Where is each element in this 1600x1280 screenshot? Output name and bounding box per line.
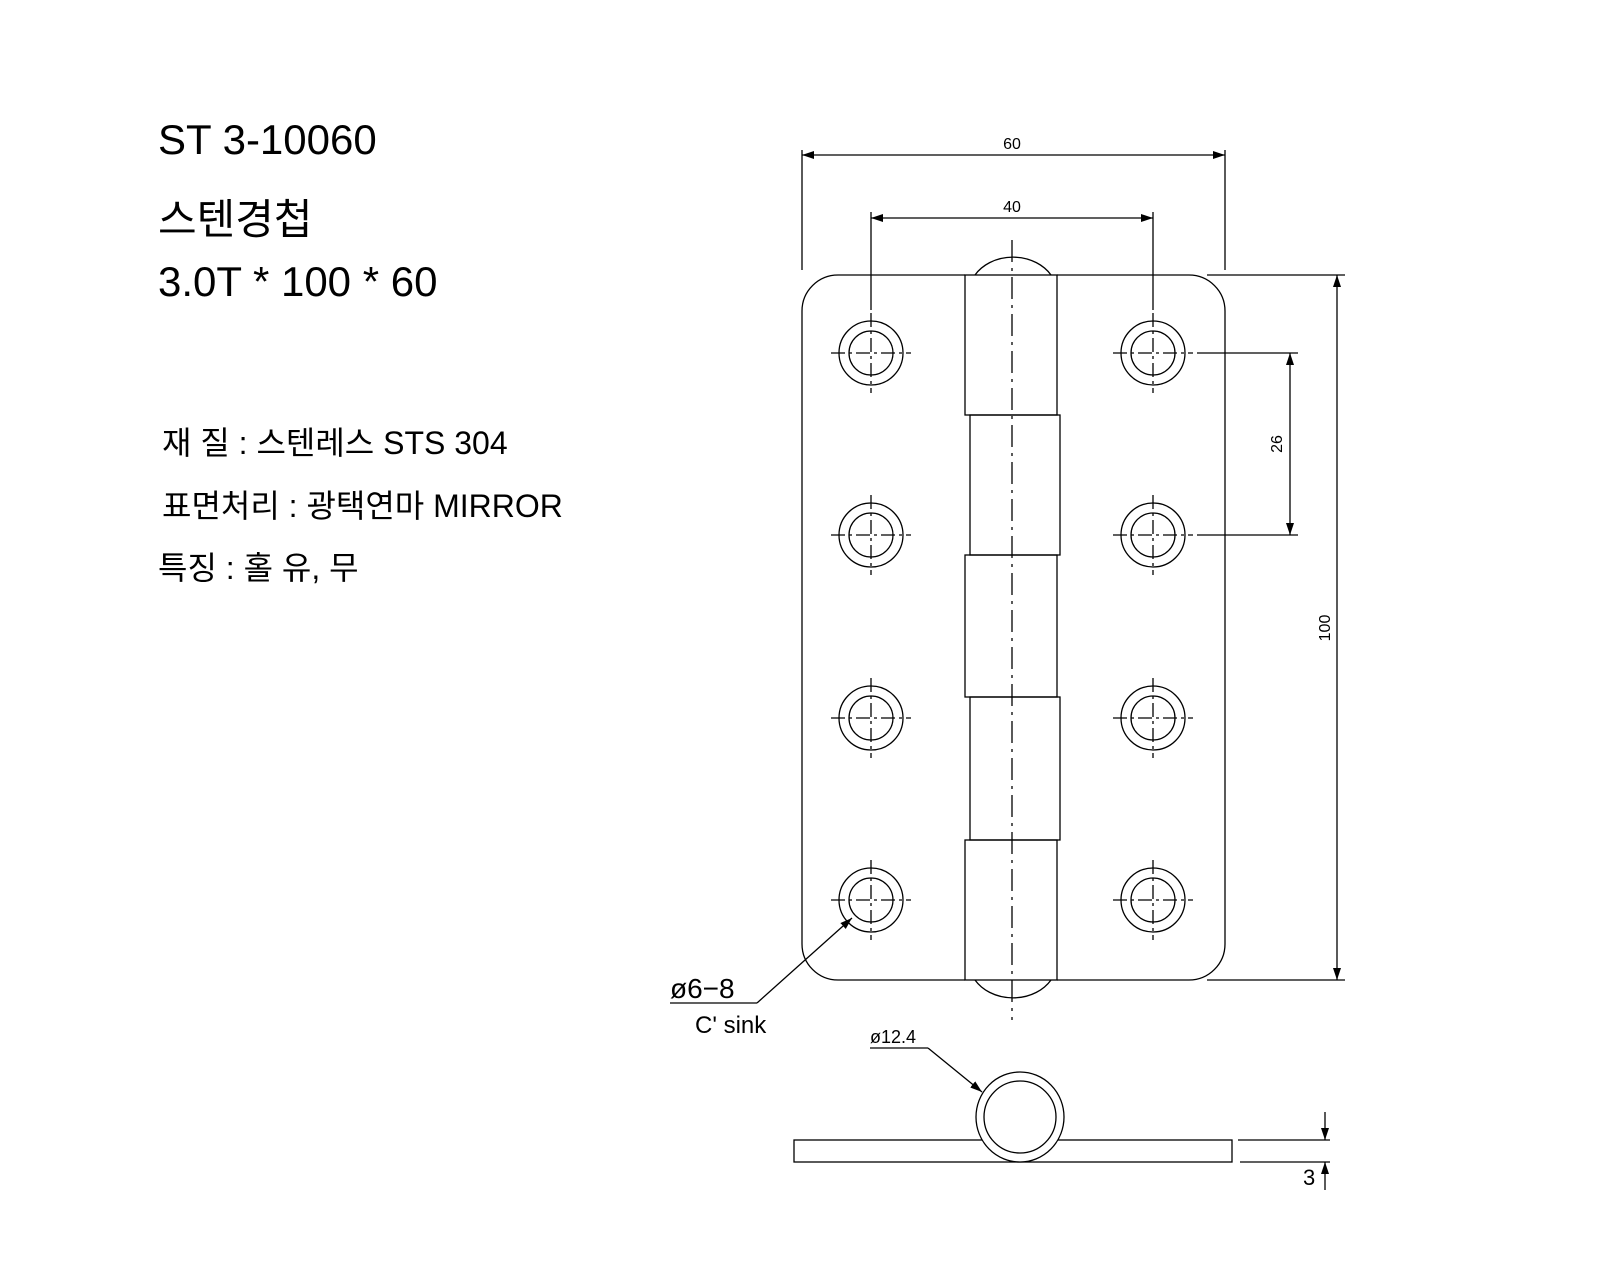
spec-value: 광택연마 MIRROR xyxy=(306,488,563,524)
countersunk-hole xyxy=(831,313,911,393)
spec-separator: : xyxy=(238,425,248,461)
product-size: 3.0T * 100 * 60 xyxy=(158,258,438,305)
countersunk-hole xyxy=(831,678,911,758)
countersunk-hole xyxy=(1113,678,1193,758)
spec-material: 재 질 : 스텐레스 STS 304 xyxy=(162,418,508,464)
knuckle-inner xyxy=(983,1080,1057,1154)
spec-value: 홀 유, 무 xyxy=(243,550,359,586)
dim-26 xyxy=(1197,352,1298,536)
countersunk-hole xyxy=(1113,313,1193,393)
hole-leader xyxy=(670,917,853,1004)
dim-40 xyxy=(870,212,1154,310)
knuckle-bottom-arc xyxy=(974,979,1052,999)
countersunk-hole xyxy=(831,860,911,940)
countersunk-hole xyxy=(1113,860,1193,940)
dim-60 xyxy=(801,150,1226,270)
dim-26-label: 26 xyxy=(1269,435,1286,453)
knuckle-diameter-label: ø12.4 xyxy=(870,1027,916,1047)
model-number: ST 3-10060 xyxy=(158,116,377,163)
knuckle-top-arc xyxy=(974,256,1052,276)
dim-60-label: 60 xyxy=(1003,136,1021,153)
knuckle-diameter-leader xyxy=(870,1047,983,1093)
dim-thickness xyxy=(1238,1112,1330,1190)
spec-label: 특징 xyxy=(158,550,217,586)
thickness-label: 3 xyxy=(1303,1165,1315,1190)
dim-40-label: 40 xyxy=(1003,199,1021,216)
dim-100-label: 100 xyxy=(1317,615,1334,642)
knuckle-outer xyxy=(975,1071,1065,1163)
spec-separator: : xyxy=(288,488,298,524)
product-name: 스텐경첩 xyxy=(158,196,313,243)
hole-note-csink: C' sink xyxy=(695,1012,767,1039)
spec-value: 스텐레스 STS 304 xyxy=(256,425,508,461)
left-leaf xyxy=(801,274,965,981)
spec-surface: 표면처리 : 광택연마 MIRROR xyxy=(162,481,563,527)
spec-separator: : xyxy=(225,550,235,586)
spec-label: 표면처리 xyxy=(162,488,280,524)
countersunk-hole xyxy=(1113,495,1193,575)
dim-100 xyxy=(1207,274,1345,981)
countersunk-hole xyxy=(831,495,911,575)
spec-feature: 특징 : 홀 유, 무 xyxy=(158,543,359,589)
right-leaf xyxy=(1057,274,1226,981)
spec-label: 재 질 xyxy=(162,425,230,461)
holes xyxy=(831,313,1193,940)
hole-note: ø6−8 xyxy=(670,973,735,1004)
knuckles xyxy=(964,274,1061,981)
